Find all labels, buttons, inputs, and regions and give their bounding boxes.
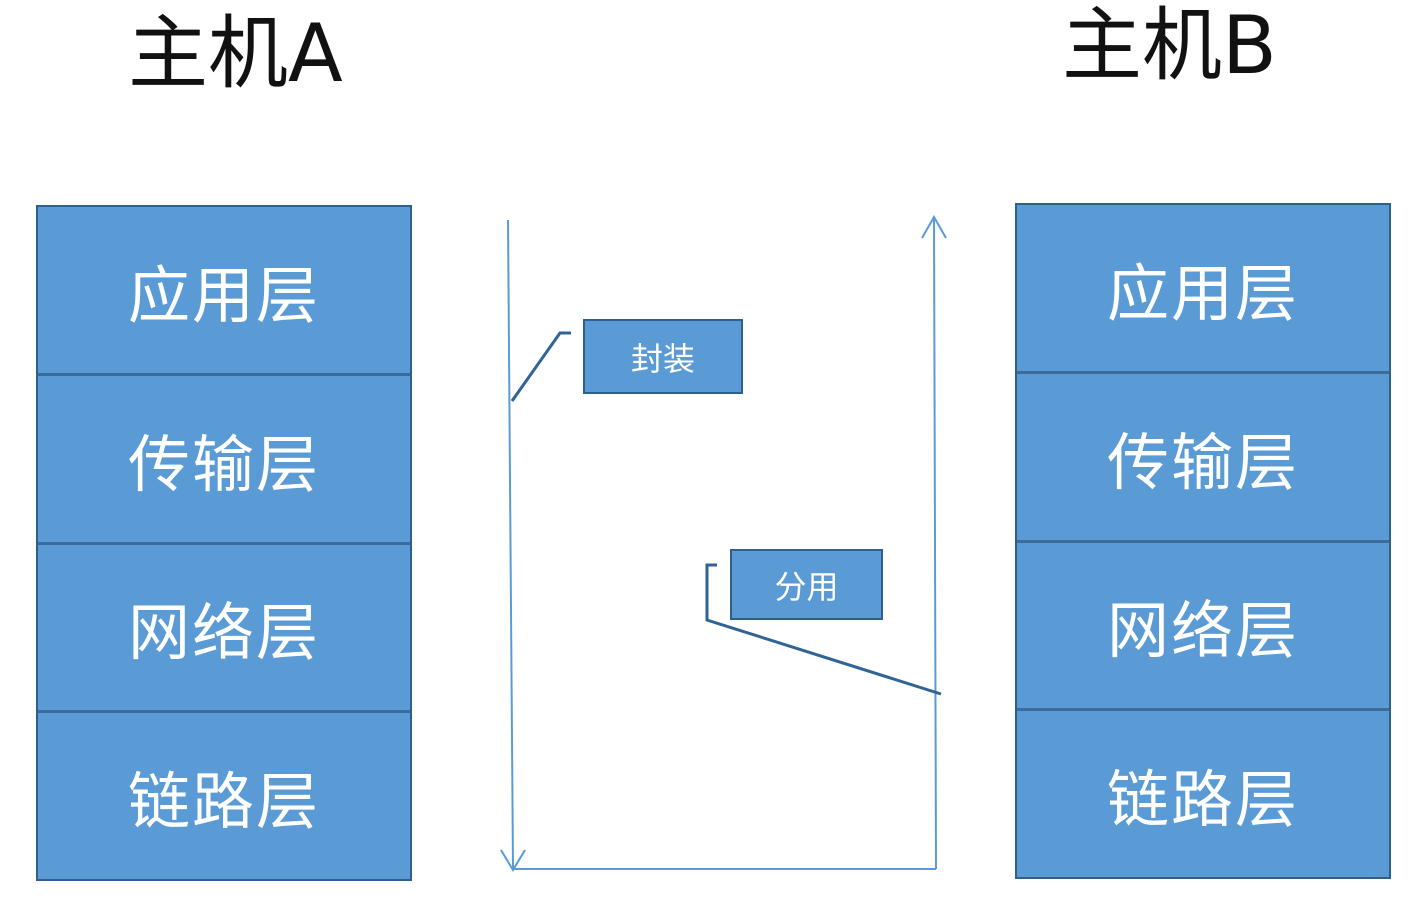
host-b-network-layer: 网络层: [1017, 542, 1389, 712]
host-b-protocol-stack: 应用层 传输层 网络层 链路层: [1015, 203, 1391, 879]
host-b-title: 主机B: [1062, 0, 1277, 92]
host-a-title: 主机A: [128, 7, 343, 100]
host-b-application-layer: 应用层: [1017, 205, 1389, 374]
host-a-protocol-stack: 应用层 传输层 网络层 链路层: [36, 205, 412, 881]
encapsulation-label: 封装: [583, 319, 743, 394]
demultiplexing-callout-leader: [705, 563, 942, 696]
host-a-network-layer: 网络层: [38, 544, 410, 714]
host-a-application-layer: 应用层: [38, 207, 410, 376]
up-arrowhead-icon: [921, 214, 947, 239]
downward-flow-arrow: [507, 219, 514, 869]
upward-flow-arrow: [933, 217, 937, 870]
host-a-transport-layer: 传输层: [38, 375, 410, 545]
host-b-link-layer: 链路层: [1017, 711, 1389, 877]
encapsulation-callout-leader: [510, 331, 571, 402]
host-b-transport-layer: 传输层: [1017, 373, 1389, 543]
demultiplexing-label: 分用: [730, 549, 883, 620]
host-a-link-layer: 链路层: [38, 713, 410, 879]
